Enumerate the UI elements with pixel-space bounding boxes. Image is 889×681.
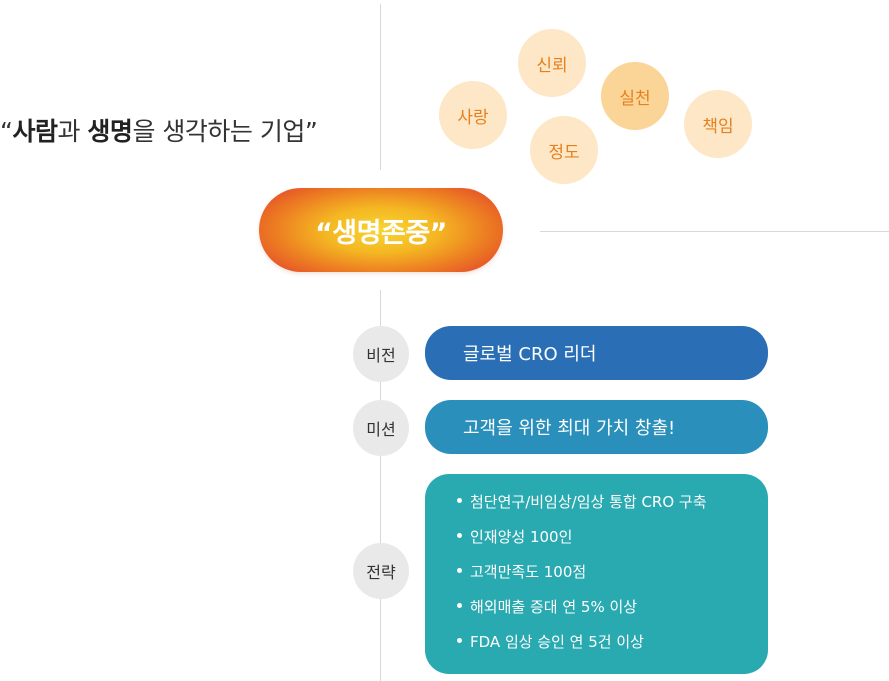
mission-label: 미션 <box>353 400 409 456</box>
value-bubble-trust: 신뢰 <box>518 29 586 97</box>
slogan-rest: 을 생각하는 기업 <box>132 117 305 146</box>
strategy-item: 인재양성 100인 <box>457 523 768 558</box>
strategy-item-text: 해외매출 증대 연 5% 이상 <box>470 598 638 616</box>
strategy-list: 첨단연구/비임상/임상 통합 CRO 구축 인재양성 100인 고객만족도 10… <box>457 488 768 663</box>
strategy-item: 고객만족도 100점 <box>457 558 768 593</box>
vision-label: 비전 <box>353 326 409 382</box>
connector-line-top <box>380 4 381 170</box>
strategy-item: FDA 임상 승인 연 5건 이상 <box>457 628 768 663</box>
connector-line-bottom <box>380 290 381 681</box>
strategy-box: 첨단연구/비임상/임상 통합 CRO 구축 인재양성 100인 고객만족도 10… <box>425 474 768 674</box>
strategy-item: 해외매출 증대 연 5% 이상 <box>457 593 768 628</box>
value-bubble-integrity: 정도 <box>530 116 598 184</box>
strategy-label: 전략 <box>353 543 409 599</box>
bullet-icon <box>457 603 462 608</box>
connector-line-right <box>540 231 889 232</box>
slogan-open-quote: “ <box>0 117 13 146</box>
slogan-word-life: 생명 <box>87 117 133 146</box>
slogan: “사람과 생명을 생각하는 기업” <box>0 112 318 148</box>
bullet-icon <box>457 568 462 573</box>
vision-text: 글로벌 CRO 리더 <box>463 344 597 365</box>
strategy-item-text: 고객만족도 100점 <box>470 563 587 581</box>
value-bubble-responsibility: 책임 <box>684 90 752 158</box>
slogan-word-people: 사람 <box>12 117 58 146</box>
bullet-icon <box>457 638 462 643</box>
core-value-pill: “생명존중” <box>259 188 503 272</box>
mission-box: 고객을 위한 최대 가치 창출! <box>425 400 768 454</box>
strategy-item-text: 첨단연구/비임상/임상 통합 CRO 구축 <box>470 493 707 511</box>
slogan-conjunction: 과 <box>57 117 88 146</box>
strategy-item-text: 인재양성 100인 <box>470 528 573 546</box>
value-bubble-love: 사랑 <box>439 81 507 149</box>
slogan-close-quote: ” <box>304 117 318 146</box>
core-value-text: “생명존중” <box>315 217 447 249</box>
mission-text: 고객을 위한 최대 가치 창출! <box>463 418 676 439</box>
strategy-item: 첨단연구/비임상/임상 통합 CRO 구축 <box>457 488 768 523</box>
strategy-item-text: FDA 임상 승인 연 5건 이상 <box>470 633 644 651</box>
bullet-icon <box>457 533 462 538</box>
value-bubble-practice: 실천 <box>601 62 669 130</box>
vision-box: 글로벌 CRO 리더 <box>425 326 768 380</box>
bullet-icon <box>457 498 462 503</box>
